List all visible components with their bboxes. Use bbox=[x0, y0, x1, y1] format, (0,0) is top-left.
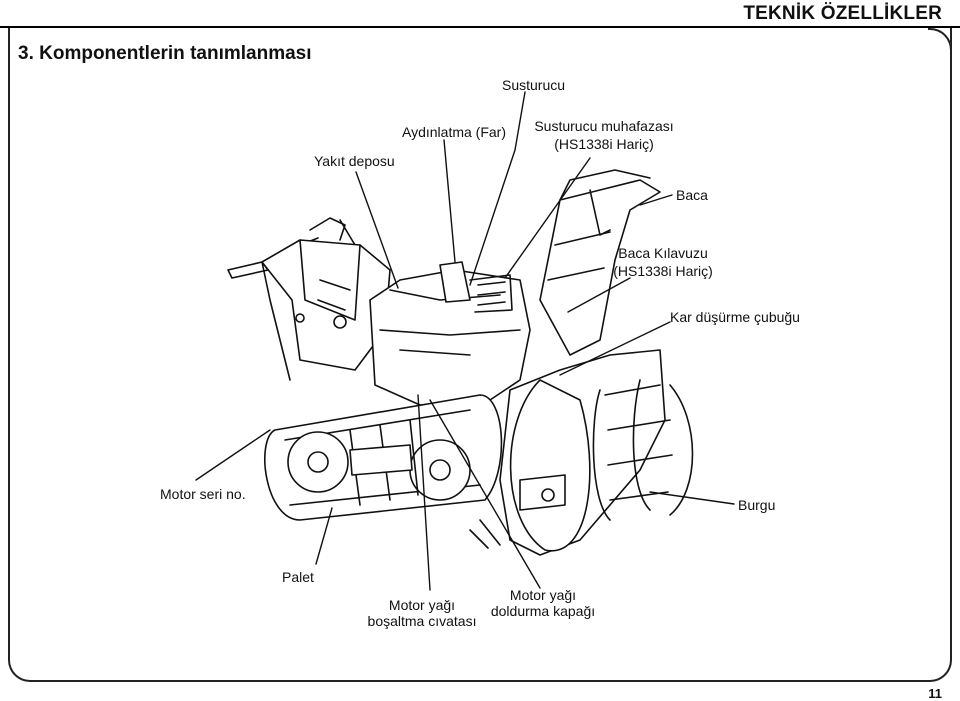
label-burgu: Burgu bbox=[738, 497, 776, 513]
auger-housing-drawing bbox=[499, 349, 694, 556]
section-title: 3. Komponentlerin tanımlanması bbox=[18, 43, 312, 64]
label-motor-yagi-doldurma-line1: Motor yağı bbox=[509, 587, 577, 603]
content-frame bbox=[8, 28, 952, 682]
label-susturucu: Susturucu bbox=[502, 77, 566, 93]
label-motor-yagi-bosaltma-line1: Motor yağı bbox=[388, 597, 456, 613]
label-baca-kilavuzu-line2: (HS1338i Hariç) bbox=[613, 263, 713, 279]
engine-drawing bbox=[369, 261, 531, 406]
label-susturucu-muhafazasi-line2: (HS1338i Hariç) bbox=[554, 136, 654, 152]
track-drawing bbox=[264, 394, 503, 521]
label-kar-dusurme: Kar düşürme çubuğu bbox=[670, 309, 800, 325]
page-number: 11 bbox=[928, 686, 942, 701]
label-motor-yagi-doldurma-line2: doldurma kapağı bbox=[490, 603, 596, 619]
body-drawing bbox=[261, 239, 391, 371]
label-baca-kilavuzu-line1: Baca Kılavuzu bbox=[618, 245, 708, 261]
label-motor-yagi-doldurma: Motor yağı doldurma kapağı bbox=[488, 587, 598, 619]
label-baca-kilavuzu: Baca Kılavuzu (HS1338i Hariç) bbox=[598, 245, 728, 279]
header-rule bbox=[0, 26, 960, 28]
leader-lines bbox=[195, 91, 735, 591]
label-yakit-deposu: Yakıt deposu bbox=[314, 153, 395, 169]
label-aydinlatma: Aydınlatma (Far) bbox=[402, 124, 506, 140]
label-baca: Baca bbox=[676, 187, 708, 203]
label-susturucu-muhafazasi-line1: Susturucu muhafazası bbox=[534, 118, 674, 134]
label-palet: Palet bbox=[282, 569, 314, 585]
header-title: TEKNİK ÖZELLİKLER bbox=[743, 3, 942, 24]
label-motor-yagi-bosaltma: Motor yağı boşaltma cıvatası bbox=[362, 597, 482, 629]
label-susturucu-muhafazasi: Susturucu muhafazası (HS1338i Hariç) bbox=[534, 118, 674, 152]
label-motor-seri: Motor seri no. bbox=[160, 486, 246, 502]
ground-marks bbox=[469, 519, 501, 549]
label-motor-yagi-bosaltma-line2: boşaltma cıvatası bbox=[367, 613, 477, 629]
